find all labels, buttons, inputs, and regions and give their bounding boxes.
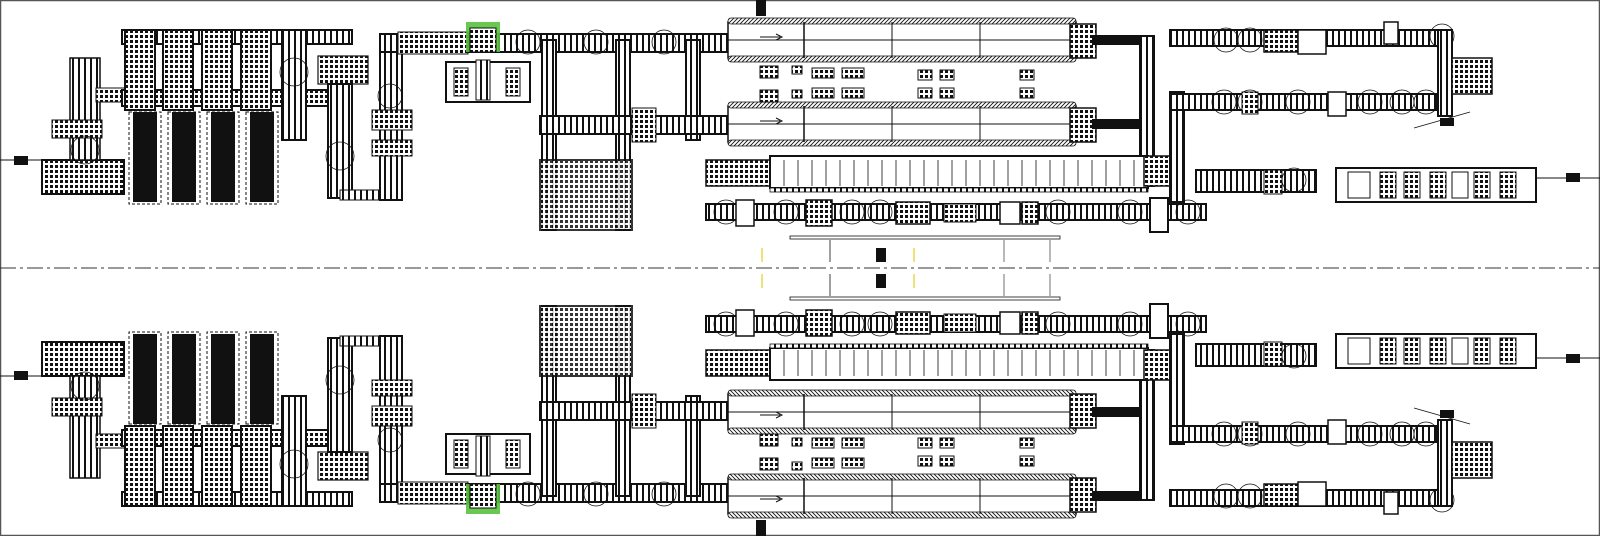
production-line-bottom-mirrored: [0, 274, 1600, 536]
production-line-top: [0, 0, 1600, 262]
